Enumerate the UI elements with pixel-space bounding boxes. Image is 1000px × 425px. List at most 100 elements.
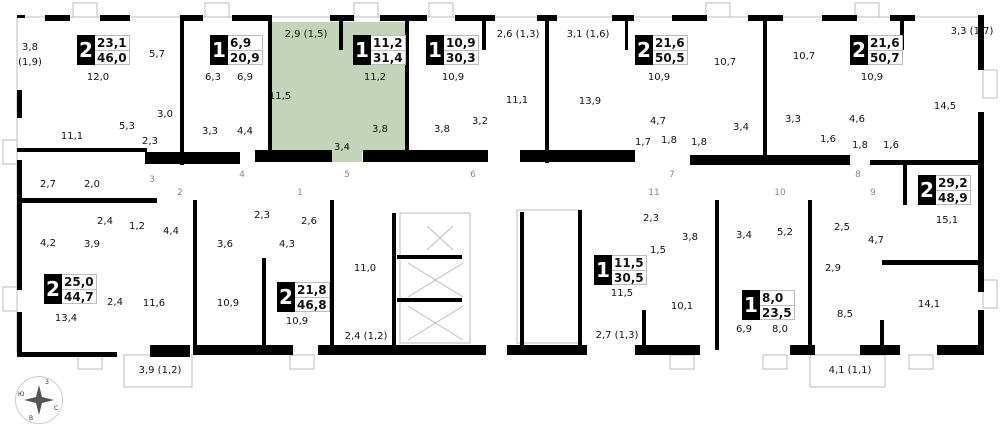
room-area: 6,9 bbox=[736, 324, 752, 335]
room-area: 14,1 bbox=[917, 299, 941, 310]
total-area: 23,5 bbox=[762, 306, 792, 320]
room-area: 2,9 bbox=[825, 263, 841, 274]
room-area: 11,0 bbox=[353, 263, 377, 274]
total-area: 44,7 bbox=[64, 290, 94, 304]
entrance-number: 4 bbox=[239, 170, 245, 180]
entrance-number: 5 bbox=[344, 170, 350, 180]
room-area: 3,9 bbox=[84, 239, 100, 250]
total-area: 31,4 bbox=[373, 51, 403, 65]
room-area: 4,7 bbox=[650, 116, 666, 127]
total-area: 30,3 bbox=[446, 51, 476, 65]
living-area: 11,2 bbox=[371, 36, 405, 51]
living-area: 11,5 bbox=[612, 256, 646, 271]
room-area: 10,7 bbox=[792, 51, 816, 62]
room-area: 2,0 bbox=[84, 179, 100, 190]
room-area: 2,7 (1,3) bbox=[595, 330, 639, 341]
room-count: 1 bbox=[353, 35, 371, 65]
living-area: 21,6 bbox=[653, 36, 687, 51]
entrance-number: 9 bbox=[870, 188, 876, 198]
room-area: 5,7 bbox=[149, 49, 165, 60]
room-area: 11,1 bbox=[60, 131, 84, 142]
room-area: 11,2 bbox=[363, 72, 387, 83]
total-area: 20,9 bbox=[230, 51, 260, 65]
total-area: 50,5 bbox=[655, 51, 685, 65]
room-area: 10,9 bbox=[441, 72, 465, 83]
room-area: 3,2 bbox=[472, 116, 488, 127]
room-area: 4,7 bbox=[868, 235, 884, 246]
room-area: 1,6 bbox=[883, 140, 899, 151]
compass-south: В bbox=[29, 415, 34, 422]
living-area: 23,1 bbox=[95, 36, 129, 51]
room-area: 3,6 bbox=[217, 239, 233, 250]
room-area: 3,1 (1,6) bbox=[566, 29, 610, 40]
room-area: 2,3 bbox=[643, 213, 659, 224]
room-area: 2,4 bbox=[107, 297, 123, 308]
compass-icon: З Ю С В bbox=[15, 376, 63, 424]
room-area: 11,6 bbox=[142, 298, 166, 309]
room-count: 2 bbox=[44, 274, 62, 304]
room-area: 2,3 bbox=[142, 136, 158, 147]
living-area: 21,6 bbox=[868, 36, 902, 51]
room-area: 3,4 bbox=[733, 122, 749, 133]
room-area: 11,1 bbox=[505, 95, 529, 106]
room-area: 6,9 bbox=[237, 72, 253, 83]
room-area: 4,3 bbox=[279, 239, 295, 250]
room-area: 1,8 bbox=[661, 135, 677, 146]
total-area: 46,0 bbox=[97, 51, 127, 65]
room-area: 10,7 bbox=[713, 57, 737, 68]
total-area: 46,8 bbox=[297, 298, 327, 312]
room-area: 8,5 bbox=[837, 309, 853, 320]
room-area: 4,1 (1,1) bbox=[828, 365, 872, 376]
room-area: 5,3 bbox=[119, 121, 135, 132]
room-count: 1 bbox=[210, 35, 228, 65]
entrance-number: 2 bbox=[177, 188, 183, 198]
room-area: 3,9 (1,2) bbox=[138, 365, 182, 376]
room-area: 3,8 bbox=[22, 42, 38, 53]
living-area: 6,9 bbox=[228, 36, 262, 51]
room-area: 3,3 bbox=[785, 114, 801, 125]
room-area: 11,5 bbox=[610, 288, 634, 299]
entrance-number: 6 bbox=[470, 170, 476, 180]
living-area: 29,2 bbox=[936, 176, 970, 191]
room-area: 13,4 bbox=[54, 313, 78, 324]
living-area: 10,9 bbox=[444, 36, 478, 51]
room-area: 12,0 bbox=[86, 72, 110, 83]
compass-east: С bbox=[54, 405, 59, 412]
room-count: 1 bbox=[426, 35, 444, 65]
room-area: (1,9) bbox=[18, 57, 42, 68]
room-count: 2 bbox=[77, 35, 95, 65]
room-area: 11,5 bbox=[268, 91, 292, 102]
room-count: 2 bbox=[635, 35, 653, 65]
room-area: 4,4 bbox=[163, 226, 179, 237]
room-count: 2 bbox=[850, 35, 868, 65]
room-area: 2,7 bbox=[40, 179, 56, 190]
room-area: 1,2 bbox=[129, 221, 145, 232]
room-area: 10,9 bbox=[216, 298, 240, 309]
room-area: 10,9 bbox=[285, 316, 309, 327]
room-area: 4,4 bbox=[237, 126, 253, 137]
room-area: 2,6 (1,3) bbox=[496, 29, 540, 40]
room-area: 6,3 bbox=[205, 72, 221, 83]
compass-north: З bbox=[45, 379, 49, 386]
room-area: 1,8 bbox=[852, 140, 868, 151]
compass-west: Ю bbox=[18, 391, 25, 398]
room-area: 1,7 bbox=[635, 137, 651, 148]
room-area: 8,0 bbox=[772, 324, 788, 335]
room-count: 1 bbox=[742, 290, 760, 320]
room-area: 2,5 bbox=[834, 222, 850, 233]
room-area: 2,3 bbox=[254, 210, 270, 221]
entrance-number: 3 bbox=[149, 175, 155, 185]
room-area: 10,9 bbox=[647, 72, 671, 83]
